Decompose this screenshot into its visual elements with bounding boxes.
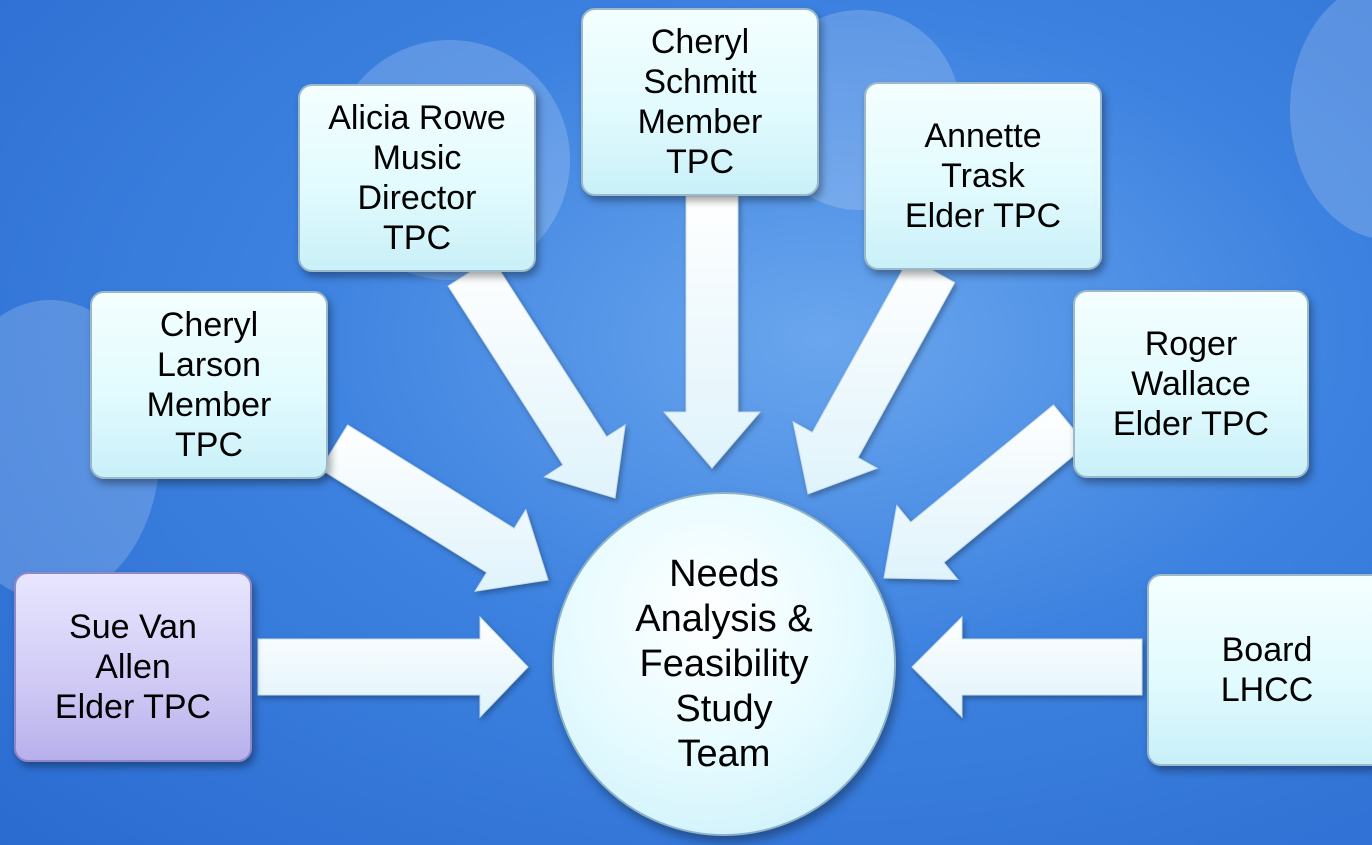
member-node-board-lhcc: Board LHCC	[1147, 574, 1372, 766]
member-node-cheryl-larson: Cheryl Larson Member TPC	[90, 291, 328, 479]
node-line: Member	[146, 386, 272, 424]
node-line: Alicia Rowe	[328, 99, 506, 137]
node-line: Director	[357, 179, 477, 217]
node-line: Schmitt	[643, 63, 757, 101]
arrow-from-board-lhcc	[911, 615, 1143, 719]
arrow-from-cheryl-schmitt	[662, 195, 762, 469]
center-line: Needs	[669, 552, 779, 595]
member-node-annette-trask: Annette Trask Elder TPC	[864, 82, 1102, 270]
member-node-alicia-rowe: Alicia Rowe Music Director TPC	[298, 84, 536, 272]
node-line: Cheryl	[650, 23, 750, 61]
node-line: Trask	[941, 157, 1025, 195]
node-line: TPC	[383, 219, 451, 257]
member-node-sue-van-allen: Sue Van Allen Elder TPC	[14, 572, 252, 762]
arrow-from-alicia-rowe	[447, 257, 626, 499]
arrow-from-sue-van-allen	[257, 615, 529, 719]
node-line: Music	[372, 139, 462, 177]
arrow-from-cheryl-larson	[319, 424, 549, 592]
node-line: Member	[637, 103, 763, 141]
arrow-from-roger-wallace	[883, 404, 1088, 581]
center-line: Team	[677, 732, 771, 775]
arrow-from-annette-trask	[792, 256, 956, 495]
center-line: Study	[675, 687, 773, 730]
node-line: Larson	[157, 346, 261, 384]
node-line: TPC	[666, 143, 734, 181]
node-line: Wallace	[1131, 365, 1251, 403]
center-node-needs-analysis-team: Needs Analysis & Feasibility Study Team	[552, 492, 896, 836]
node-line: Allen	[95, 648, 171, 686]
node-line: Sue Van	[69, 608, 197, 646]
node-line: Cheryl	[159, 306, 259, 344]
node-line: Annette	[924, 117, 1042, 155]
node-line: Roger	[1144, 325, 1238, 363]
member-node-cheryl-schmitt: Cheryl Schmitt Member TPC	[581, 8, 819, 196]
node-line: Board	[1221, 631, 1313, 669]
node-line: Elder TPC	[54, 688, 212, 726]
center-line: Feasibility	[639, 642, 809, 685]
node-line: LHCC	[1220, 671, 1314, 709]
node-line: TPC	[175, 426, 243, 464]
member-node-roger-wallace: Roger Wallace Elder TPC	[1073, 290, 1309, 478]
node-line: Elder TPC	[1112, 405, 1270, 443]
center-line: Analysis &	[635, 597, 813, 640]
node-line: Elder TPC	[904, 197, 1062, 235]
